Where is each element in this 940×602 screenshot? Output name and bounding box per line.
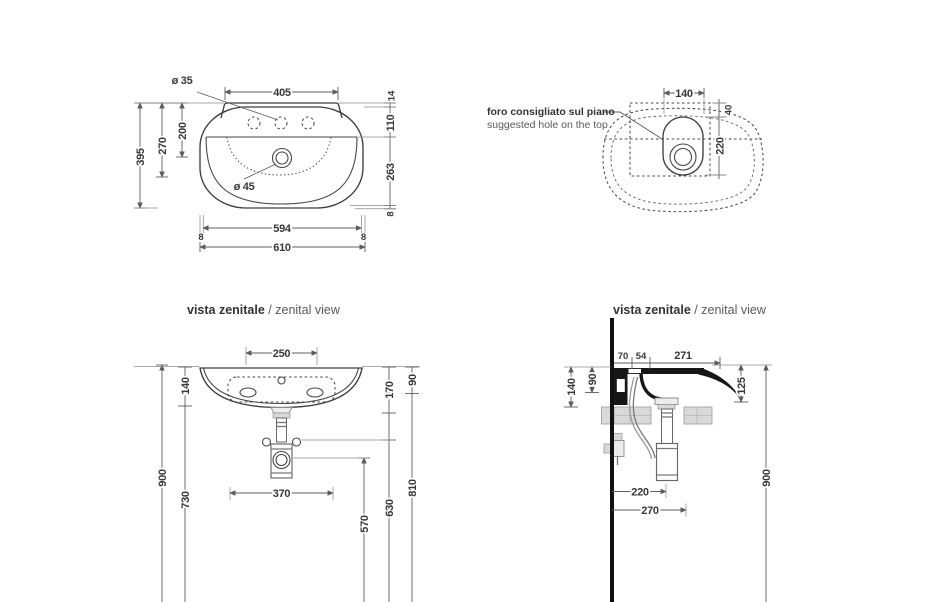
side-view: vista zenitale / zenital view [564, 303, 775, 602]
inner-rim [205, 136, 358, 205]
dim-supply-height: 630 [384, 499, 396, 517]
leader-suggested-hole [604, 111, 663, 140]
tap-deck [220, 102, 343, 119]
suggested-hole-oval [662, 116, 704, 176]
dim-back-height: 90 [587, 374, 599, 386]
tap-hole-right [301, 116, 315, 130]
cutout-rect-dashed [629, 102, 711, 177]
fixing-slot-right [306, 387, 324, 398]
side-view-title: vista zenitale / zenital view [613, 303, 767, 317]
dim-ledge-depth: 54 [636, 351, 647, 362]
basin-outline [199, 106, 364, 209]
leader-tap-hole [196, 91, 279, 121]
front-view: vista zenitale / zenital view [134, 303, 421, 602]
dim-bowl-depth: 263 [385, 163, 397, 181]
bowl-dotted-outline [226, 136, 332, 176]
dim-hole-length: 220 [714, 137, 726, 155]
dim-fixing-span: 370 [273, 488, 291, 500]
hole-drain-inner [673, 147, 693, 167]
dim-side-drain-depth: 270 [641, 505, 659, 517]
top-view: 405 ø 35 ø 45 395 270 200 14 110 263 8 5… [133, 75, 399, 256]
supply-hose-1 [628, 376, 653, 460]
dim-rim-bottom: 8 [385, 211, 396, 216]
dim-ledge-height: 90 [407, 374, 419, 386]
dim-ledge-lip: 14 [386, 90, 397, 101]
dim-trap-depth: 220 [631, 486, 649, 498]
basin-rim-dashed [610, 115, 755, 205]
dim-basin-height: 140 [180, 377, 192, 395]
annotation-en: suggested hole on the top [487, 119, 608, 131]
drain-outer [271, 147, 293, 169]
dim-hole-offset: 40 [723, 105, 734, 116]
side-view-dimension-lines [564, 357, 772, 602]
dim-under-to-floor: 730 [180, 491, 192, 509]
dim-total-depth: 395 [135, 148, 147, 166]
dim-back-ledge: 250 [273, 348, 291, 360]
top-view-dimension-lines [134, 87, 396, 252]
side-drain-assembly [654, 397, 679, 482]
tap-hole-center [274, 116, 288, 130]
dim-side-basin-height: 140 [566, 378, 578, 396]
drain-inner [275, 151, 289, 165]
dim-edge-left: 8 [198, 232, 203, 243]
dim-inner-width: 594 [273, 223, 292, 235]
front-drain-assembly [261, 407, 302, 479]
dim-tap-hole-dia: ø 35 [172, 75, 193, 87]
dim-drain-dia: ø 45 [234, 181, 255, 193]
dim-trap-height: 570 [359, 515, 371, 533]
overflow-top-hole [277, 376, 286, 385]
basin-front-rim [202, 367, 360, 405]
leader-drain [243, 163, 277, 180]
dim-holes-depth: 200 [177, 122, 189, 140]
dim-deck-depth: 110 [385, 114, 397, 131]
dim-overflow-height: 810 [407, 479, 419, 497]
hole-view-dimension-lines [663, 88, 727, 179]
dim-hole-width: 140 [675, 88, 693, 100]
suggested-hole-view: 140 40 220 foro consigliato sul piano su… [487, 86, 764, 213]
fixing-slot-left [239, 387, 257, 398]
basin-dashed-outline [602, 107, 764, 213]
counter-section [601, 406, 713, 425]
dim-edge-right: 8 [361, 232, 366, 243]
dim-side-front-height: 125 [736, 377, 748, 395]
back-panel-dashed [227, 376, 336, 403]
front-view-title: vista zenitale / zenital view [187, 303, 341, 317]
annotation-it: foro consigliato sul piano [487, 106, 615, 118]
angle-valve [603, 433, 625, 465]
hole-drain-outer [669, 143, 697, 171]
supply-hose-2 [632, 376, 656, 459]
dim-side-rim-to-floor: 900 [761, 469, 773, 487]
dim-front-height: 170 [384, 381, 396, 399]
basin-front-outline [199, 367, 363, 409]
front-view-dimension-lines [134, 347, 420, 602]
dim-rim-to-floor: 900 [157, 469, 169, 487]
dim-bowl-width: 271 [674, 350, 692, 362]
dim-tap-span: 405 [273, 87, 291, 99]
dim-wall-gap: 70 [618, 351, 629, 362]
dim-drain-depth: 270 [157, 137, 169, 155]
tap-hole-left [247, 116, 261, 130]
dim-total-width: 610 [273, 242, 291, 254]
tap-deck-fill [221, 103, 342, 118]
